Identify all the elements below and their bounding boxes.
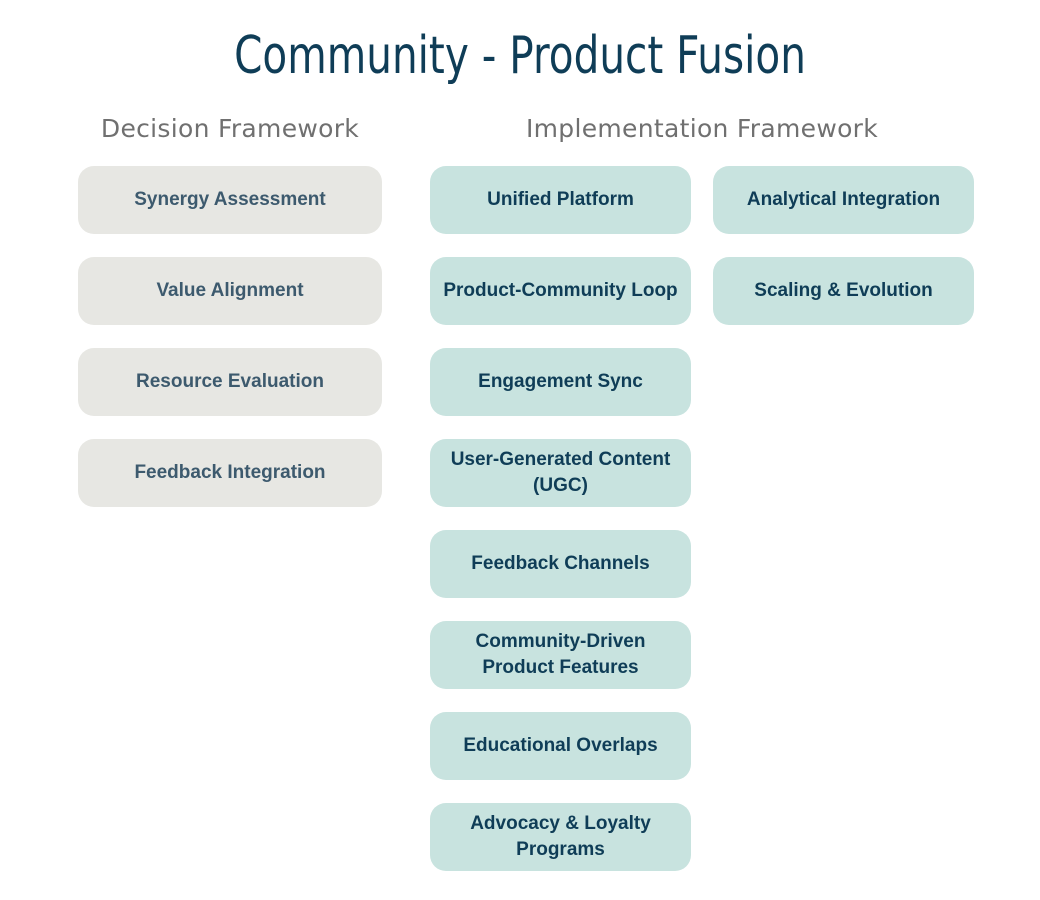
impl-card-feedback-channels: Feedback Channels [430, 530, 691, 598]
decision-card-resource-evaluation: Resource Evaluation [78, 348, 382, 416]
impl-card-analytical-integration: Analytical Integration [713, 166, 974, 234]
impl-card-scaling-evolution: Scaling & Evolution [713, 257, 974, 325]
impl-card-product-community-loop: Product-Community Loop [430, 257, 691, 325]
impl-card-engagement-sync: Engagement Sync [430, 348, 691, 416]
decision-card-value-alignment: Value Alignment [78, 257, 382, 325]
decision-card-synergy-assessment: Synergy Assessment [78, 166, 382, 234]
impl-card-advocacy-loyalty: Advocacy & Loyalty Programs [430, 803, 691, 871]
decision-framework-heading: Decision Framework [100, 114, 360, 143]
impl-card-community-driven-features: Community-Driven Product Features [430, 621, 691, 689]
impl-card-unified-platform: Unified Platform [430, 166, 691, 234]
impl-card-educational-overlaps: Educational Overlaps [430, 712, 691, 780]
impl-card-user-generated-content: User-Generated Content (UGC) [430, 439, 691, 507]
page-title: Community - Product Fusion [234, 26, 806, 86]
decision-card-feedback-integration: Feedback Integration [78, 439, 382, 507]
implementation-framework-heading: Implementation Framework [525, 114, 879, 143]
